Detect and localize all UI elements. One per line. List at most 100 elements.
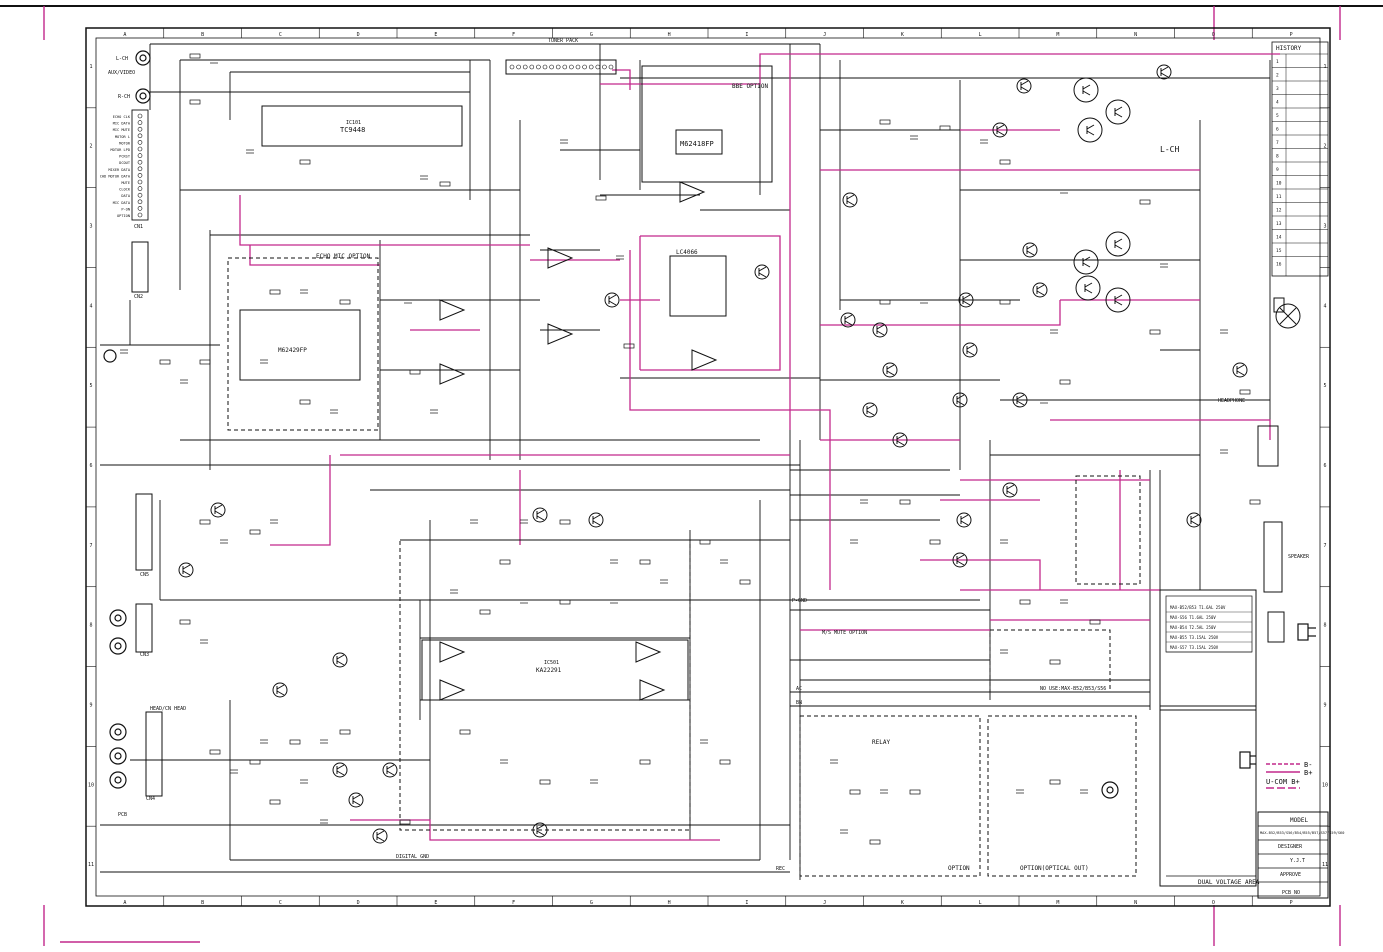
transistor-icon: [952, 392, 968, 408]
grid-col-I: I: [745, 32, 748, 38]
grid-row-9: 9: [1323, 702, 1326, 708]
resistor-icon: [909, 789, 921, 795]
grid-col-A: A: [123, 900, 126, 906]
op-amp-icon: [439, 363, 466, 385]
resistor-icon: [1019, 599, 1031, 605]
resistor-icon: [479, 609, 491, 615]
cn4-label: CN4: [146, 796, 155, 802]
resistor-icon: [999, 299, 1011, 305]
transistor-icon: [842, 192, 858, 208]
grid-row-5: 5: [1323, 383, 1326, 389]
digital-gnd-label: DIGITAL GND: [396, 854, 429, 860]
transistor-icon: [892, 432, 908, 448]
legend-b-minus: B-: [1304, 761, 1312, 769]
resistor-icon: [1049, 659, 1061, 665]
grid-row-1: 1: [89, 64, 92, 70]
grid-col-G: G: [590, 32, 593, 38]
transistor-icon: [348, 792, 364, 808]
op-amp-icon: [691, 349, 718, 371]
p-gnd-label: P-GND: [792, 598, 807, 604]
tuner-pin: [608, 64, 614, 70]
designer-label: DESIGNER: [1278, 844, 1303, 850]
approval-label: APPROVE: [1280, 872, 1301, 878]
grid-row-4: 4: [1323, 303, 1326, 309]
grid-row-8: 8: [1323, 623, 1326, 629]
transistor-icon: [1156, 64, 1172, 80]
left-pin-label: DCOUT: [119, 161, 131, 165]
transistor-icon: [958, 292, 974, 308]
tc9448-label: TC9448: [340, 126, 365, 134]
grid-col-M: M: [1056, 32, 1059, 38]
transistor-icon: [1022, 242, 1038, 258]
resistor-icon: [1139, 199, 1151, 205]
mute-option-label: M/S MUTE OPTION: [822, 630, 867, 636]
op-amps: [439, 181, 718, 701]
resistor-icon: [849, 789, 861, 795]
mic-ic-label: M62429FP: [278, 347, 307, 354]
history-row-1: 1: [1276, 59, 1279, 65]
tuner-pin: [522, 64, 528, 70]
resistor-icon: [1239, 389, 1251, 395]
transistor-icon: [1032, 282, 1048, 298]
r-ch-jack-label: R-CH: [118, 94, 130, 100]
resistor-icon: [639, 759, 651, 765]
transistor-icon: [1105, 231, 1131, 257]
pcb-no-label: PCB NO: [1282, 890, 1300, 896]
tuner-pin: [529, 64, 535, 70]
left-pin-label: MOTOR L: [115, 135, 130, 139]
transistor-icon: [604, 292, 620, 308]
tuner-pin: [595, 64, 601, 70]
grid-col-L: L: [979, 900, 982, 906]
history-row-13: 13: [1276, 221, 1282, 227]
resistor-icon: [179, 619, 191, 625]
left-pin-label: ECHO CLK: [113, 115, 131, 119]
grid-col-B: B: [201, 900, 204, 906]
transistor-icon: [178, 562, 194, 578]
model-value: MAX-B52/B53/S56/B54/B55/B57/S57/S59/S60: [1260, 831, 1344, 835]
transistor-icon: [332, 652, 348, 668]
grid-row-4: 4: [89, 303, 92, 309]
legend-u-com: U-COM B+: [1266, 778, 1300, 786]
transistor-icon: [872, 322, 888, 338]
left-pin-label: MIC DATA: [113, 201, 131, 205]
left-pin-label: CHD MOTOR DATA: [100, 174, 131, 178]
left-pin-label: OPTION: [117, 214, 130, 218]
lc4066-label: LC4066: [676, 249, 698, 256]
optical-out-label: OPTION(OPTICAL OUT): [1020, 865, 1089, 872]
grid-row-10: 10: [1322, 782, 1328, 788]
history-row-10: 10: [1276, 181, 1282, 187]
headphone-label: HEADPHONE: [1218, 398, 1245, 404]
transistor-icon: [1232, 362, 1248, 378]
resistor-icon: [339, 729, 351, 735]
left-pin-label: CLOCK: [119, 188, 131, 192]
transistor-icon: [1105, 99, 1131, 125]
grid-col-H: H: [668, 32, 671, 38]
left-pin-label: MIC MUTE: [113, 128, 130, 132]
line-legend: B- B+ U-COM B+: [1266, 761, 1312, 789]
resistor-icon: [939, 125, 951, 131]
resistor-icon: [199, 519, 211, 525]
grid-row-11: 11: [88, 862, 94, 868]
resistor-icon: [199, 359, 211, 365]
op-amp-icon: [639, 679, 666, 701]
resistor-icon: [499, 559, 511, 565]
op-amp-icon: [439, 679, 466, 701]
wiring-b-plus: [239, 53, 1280, 841]
grid-col-E: E: [434, 900, 437, 906]
m62418fp-label: M62418FP: [680, 140, 714, 148]
history-header: HISTORY: [1276, 45, 1302, 52]
grid-row-8: 8: [89, 623, 92, 629]
grid-row-7: 7: [1323, 543, 1326, 549]
transistor-icon: [332, 762, 348, 778]
labels: TC9448 IC101 M62418FP BBE OPTION LC4066 …: [108, 38, 1344, 896]
grid-col-N: N: [1134, 900, 1137, 906]
title-block-grid: [1166, 825, 1328, 883]
op-amp-icon: [635, 641, 662, 663]
transistor-icon: [1073, 77, 1099, 103]
resistor-icon: [1249, 499, 1261, 505]
l-ch-jack-label: L-CH: [116, 56, 128, 62]
resistor-icon: [1049, 779, 1061, 785]
connectors: [131, 241, 1285, 797]
